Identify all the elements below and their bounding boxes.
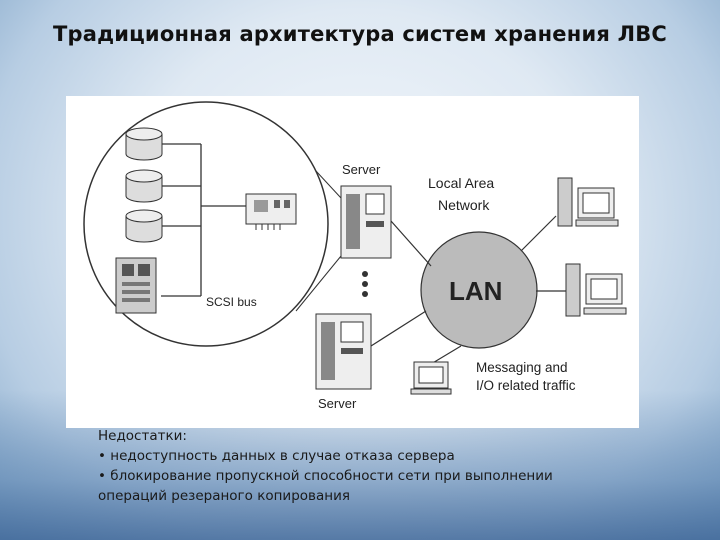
diagram-svg: SCSI bus Server Server LAN Local Area Ne… — [83, 101, 627, 411]
traffic-label-line1: Messaging and — [476, 360, 568, 375]
server-top-label: Server — [342, 162, 381, 177]
workstation-icon — [557, 177, 619, 227]
lan-title-line2: Network — [438, 197, 490, 213]
ellipsis-dot — [362, 291, 368, 297]
architecture-diagram: SCSI bus Server Server LAN Local Area Ne… — [66, 96, 639, 428]
traffic-label-line2: I/O related traffic — [476, 378, 576, 393]
zoom-line-bottom — [295, 255, 342, 312]
drawbacks-notes: Недостатки: • недоступность данных в слу… — [98, 426, 658, 506]
server-bottom-label: Server — [318, 396, 357, 411]
notes-bullet: • недоступность данных в случае отказа с… — [98, 448, 455, 464]
disk-icon — [125, 127, 163, 161]
notes-heading: Недостатки: — [98, 428, 187, 444]
notes-bullet-continuation: операций резераного копирования — [98, 488, 350, 504]
link-workstation-top — [520, 215, 557, 252]
ellipsis-dot — [362, 281, 368, 287]
workstation-icon — [410, 361, 452, 395]
server-icon — [315, 313, 372, 390]
link-workstation-bottom — [430, 345, 462, 365]
server-icon — [340, 185, 392, 259]
workstation-icon — [565, 263, 627, 317]
disk-icon — [125, 209, 163, 243]
lan-circle — [420, 231, 538, 349]
storage-unit-icon — [115, 257, 157, 314]
storage-zoom-circle — [83, 101, 329, 347]
slide-title: Традиционная архитектура систем хранения… — [52, 22, 668, 46]
scsi-bus-label: SCSI bus — [206, 295, 257, 309]
zoom-line-top — [315, 170, 342, 199]
lan-title-line1: Local Area — [428, 175, 494, 191]
ellipsis-dot — [362, 271, 368, 277]
notes-bullet: • блокирование пропускной способности се… — [98, 468, 553, 484]
link-server-top — [390, 220, 432, 267]
link-server-bottom — [370, 310, 427, 347]
disk-icon — [125, 169, 163, 203]
lan-label: LAN — [449, 276, 502, 306]
scsi-card-icon — [245, 193, 297, 230]
scsi-bus-wiring — [161, 143, 246, 297]
